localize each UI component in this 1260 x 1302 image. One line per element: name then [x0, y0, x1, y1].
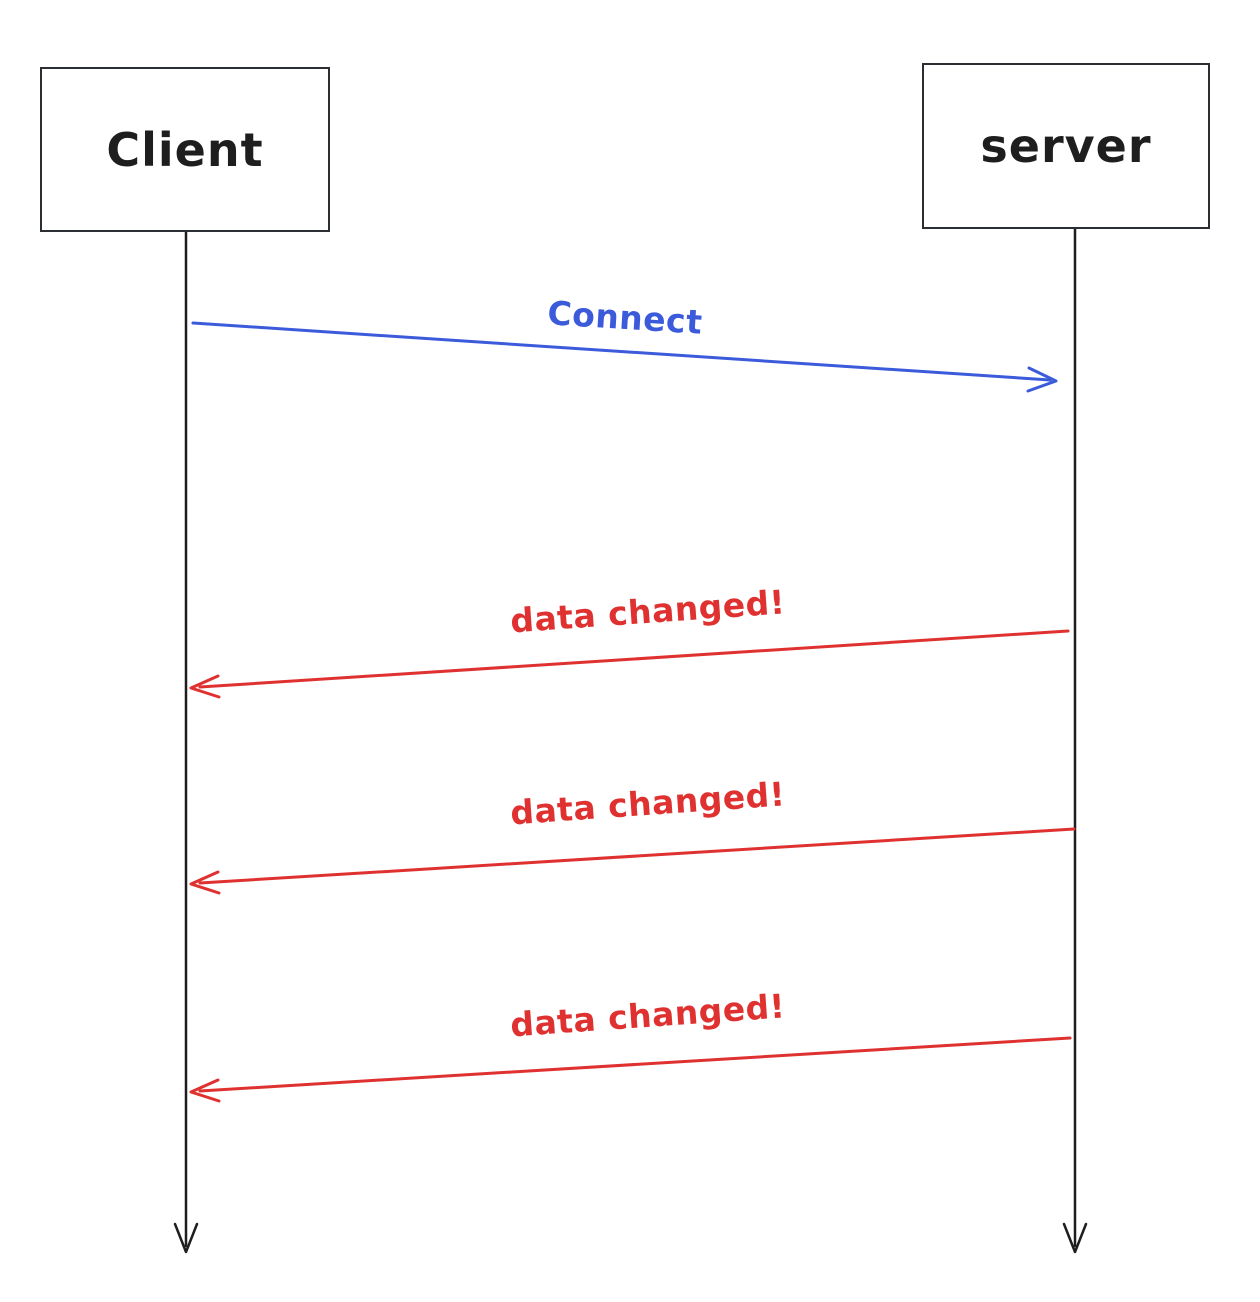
actor-box-client: Client: [40, 67, 330, 232]
data-changed-1-arrow-line: [198, 629, 1070, 689]
actor-label-server: server: [980, 119, 1152, 173]
client-lifeline-arrowhead-icon: [173, 1222, 199, 1254]
data-changed-3-arrow-line: [198, 1036, 1072, 1093]
data-changed-2-arrowhead-icon: [189, 870, 221, 895]
data-changed-3-arrowhead-icon: [189, 1078, 221, 1103]
actor-label-client: Client: [106, 122, 264, 177]
data-changed-1-arrowhead-icon: [189, 674, 221, 699]
connect-arrow-line: [191, 321, 1052, 382]
connect-arrowhead-icon: [1026, 366, 1058, 393]
data-changed-2-arrow-line: [198, 827, 1076, 885]
server-lifeline-arrowhead-icon: [1062, 1222, 1088, 1254]
actor-box-server: server: [922, 63, 1210, 229]
